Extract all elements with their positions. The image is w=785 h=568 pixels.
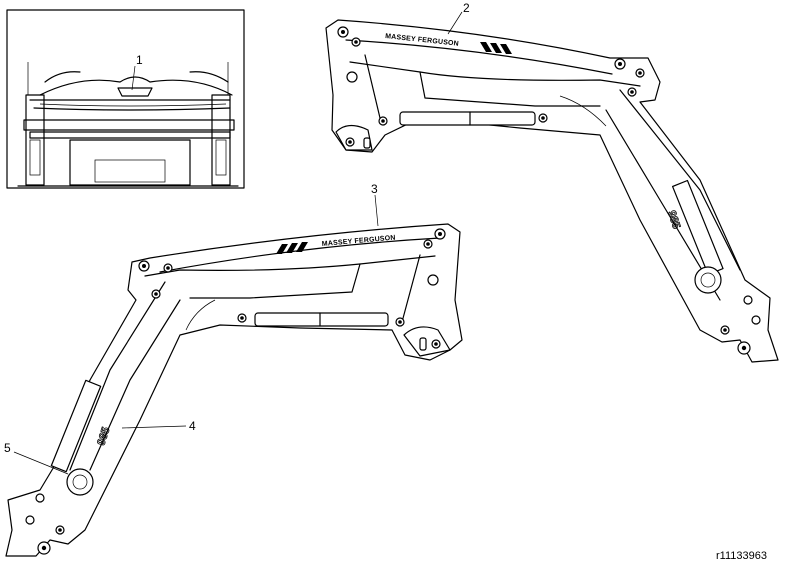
model-label-left: 985 [95, 426, 112, 447]
callout-1: 1 [136, 53, 143, 67]
callout-5: 5 [4, 441, 11, 455]
loader-arm-left: MASSEY FERGUSON 985 3 4 5 [4, 182, 463, 557]
front-view: 1 [6, 9, 245, 189]
model-label-right: 985 [665, 209, 682, 230]
loader-arm-right: MASSEY FERGUSON 985 2 [325, 1, 779, 363]
callout-2: 2 [463, 1, 470, 15]
figure-reference: r11133963 [716, 550, 767, 562]
callout-3: 3 [371, 182, 378, 196]
callout-4: 4 [189, 419, 196, 433]
